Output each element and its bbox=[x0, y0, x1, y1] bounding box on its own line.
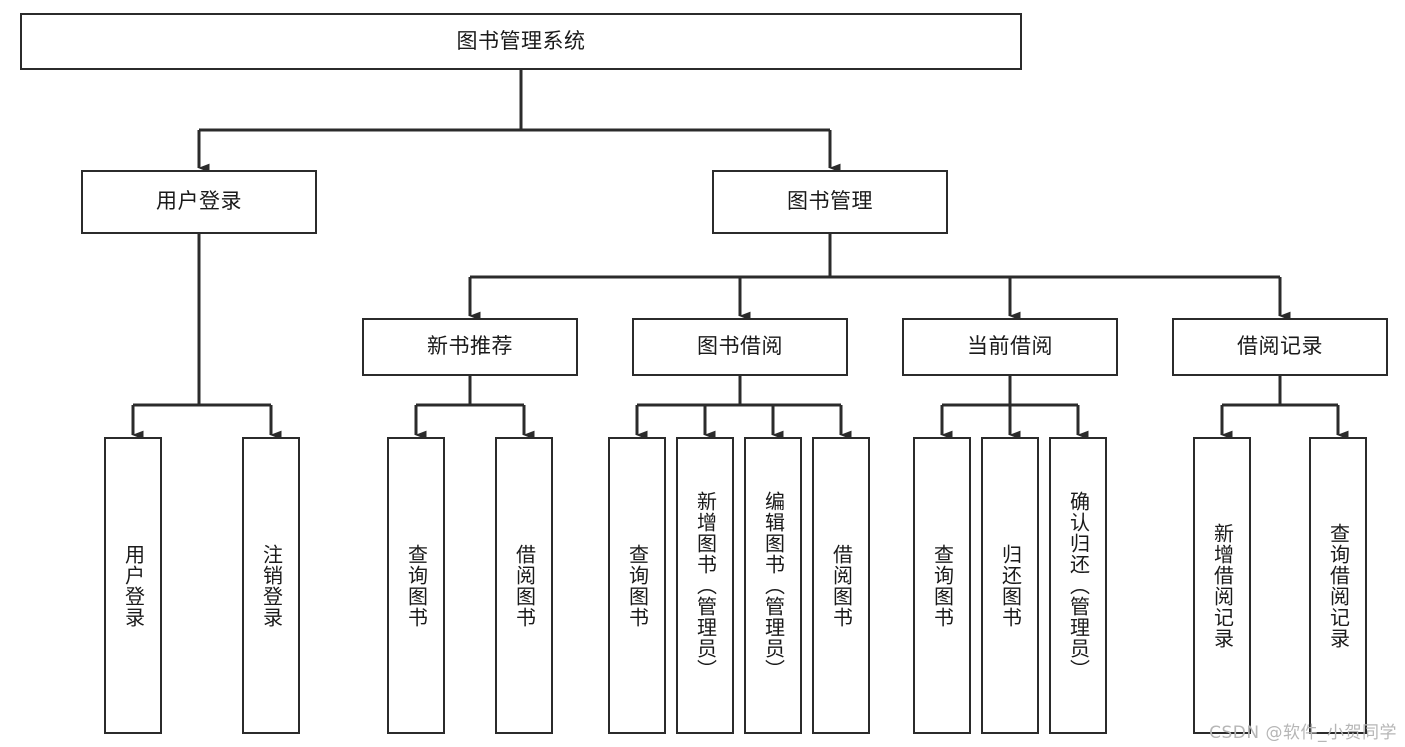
leaf-current-query-book[interactable]: 查询图书 bbox=[913, 437, 971, 734]
leaf-borrow-borrow-book[interactable]: 借阅图书 bbox=[812, 437, 870, 734]
leaf-current-confirm-return-admin[interactable]: 确认归还（管理员） bbox=[1049, 437, 1107, 734]
node-root-book-management-system[interactable]: 图书管理系统 bbox=[20, 13, 1022, 70]
node-borrow-record[interactable]: 借阅记录 bbox=[1172, 318, 1388, 376]
node-label: 查询借阅记录 bbox=[1326, 522, 1351, 649]
leaf-record-query-record[interactable]: 查询借阅记录 bbox=[1309, 437, 1367, 734]
node-label: 用户登录 bbox=[156, 189, 242, 214]
leaf-borrow-add-book-admin[interactable]: 新增图书（管理员） bbox=[676, 437, 734, 734]
node-label: 注销登录 bbox=[259, 543, 284, 628]
node-label: 新书推荐 bbox=[427, 334, 513, 359]
node-label: 借阅图书 bbox=[512, 543, 537, 628]
node-label: 用户登录 bbox=[121, 543, 146, 628]
node-label: 当前借阅 bbox=[967, 334, 1053, 359]
leaf-record-add-record[interactable]: 新增借阅记录 bbox=[1193, 437, 1251, 734]
leaf-new-book-query[interactable]: 查询图书 bbox=[387, 437, 445, 734]
node-label: 新增图书（管理员） bbox=[693, 491, 718, 680]
node-book-borrow[interactable]: 图书借阅 bbox=[632, 318, 848, 376]
node-user-login[interactable]: 用户登录 bbox=[81, 170, 317, 234]
node-label: 查询图书 bbox=[625, 543, 650, 628]
leaf-user-login-logout[interactable]: 注销登录 bbox=[242, 437, 300, 734]
node-label: 查询图书 bbox=[930, 543, 955, 628]
node-label: 借阅记录 bbox=[1237, 334, 1323, 359]
leaf-borrow-edit-book-admin[interactable]: 编辑图书（管理员） bbox=[744, 437, 802, 734]
node-label: 归还图书 bbox=[998, 543, 1023, 628]
node-label: 图书管理系统 bbox=[456, 28, 586, 53]
node-book-management[interactable]: 图书管理 bbox=[712, 170, 948, 234]
node-label: 借阅图书 bbox=[829, 543, 854, 628]
node-new-book-recommend[interactable]: 新书推荐 bbox=[362, 318, 578, 376]
leaf-user-login-login[interactable]: 用户登录 bbox=[104, 437, 162, 734]
leaf-new-book-borrow[interactable]: 借阅图书 bbox=[495, 437, 553, 734]
node-label: 图书管理 bbox=[787, 189, 873, 214]
leaf-current-return-book[interactable]: 归还图书 bbox=[981, 437, 1039, 734]
leaf-borrow-query-book[interactable]: 查询图书 bbox=[608, 437, 666, 734]
node-label: 确认归还（管理员） bbox=[1066, 491, 1091, 680]
node-label: 编辑图书（管理员） bbox=[761, 491, 786, 680]
node-current-borrow[interactable]: 当前借阅 bbox=[902, 318, 1118, 376]
node-label: 查询图书 bbox=[404, 543, 429, 628]
node-label: 新增借阅记录 bbox=[1210, 522, 1235, 649]
watermark: CSDN @软件_小贺同学 bbox=[1209, 723, 1397, 743]
node-label: 图书借阅 bbox=[697, 334, 783, 359]
